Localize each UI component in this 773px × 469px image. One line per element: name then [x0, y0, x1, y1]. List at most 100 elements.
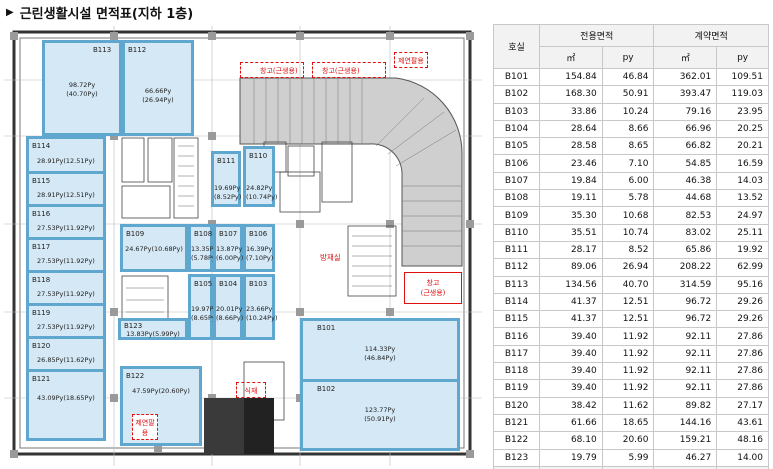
unit-id: B119	[32, 309, 51, 317]
cell-unit: B111	[493, 240, 540, 260]
cell-ex-py: 11.92	[601, 344, 655, 364]
cell-ct-m2: 92.11	[653, 379, 718, 398]
storage-box-1	[240, 62, 304, 78]
header-exclusive: 전용면적	[538, 24, 655, 47]
cell-ex-m2: 39.40	[539, 362, 603, 381]
cell-unit: B114	[493, 292, 540, 312]
unit-B105: B105 19.97Py (8.65Py)	[188, 274, 219, 340]
restaurant-label: 식재	[244, 387, 258, 395]
storage-box-3: 창고 (근생용)	[404, 272, 462, 304]
cell-ex-py: 11.92	[601, 362, 655, 381]
cell-ex-py: 11.92	[601, 379, 655, 398]
unit-id: B105	[194, 280, 213, 288]
cell-ct-m2: 159.21	[653, 431, 718, 450]
unit-B123: B123 13.83Py(5.99Py)	[118, 318, 188, 340]
page-title-text: 근린생활시설 면적표(지하 1층)	[19, 7, 194, 22]
cell-unit: B122	[493, 431, 540, 450]
cell-unit: B121	[493, 413, 540, 433]
unit-B104: B104 20.01Py (8.66Py)	[213, 274, 243, 340]
unit-area: 27.53Py(11.92Py)	[37, 323, 95, 331]
cell-ex-py: 11.62	[601, 396, 655, 415]
unit-id: B108	[194, 230, 213, 238]
cell-ct-m2: 82.53	[653, 206, 718, 225]
unit-id: B110	[249, 152, 268, 160]
cell-ex-m2: 38.42	[539, 396, 603, 415]
cell-ex-py: 8.66	[601, 119, 655, 139]
cell-ex-py: 5.78	[601, 189, 655, 208]
storage-label-1: 창고(근생용)	[260, 67, 298, 75]
cell-ct-py: 95.16	[716, 275, 769, 294]
cell-ct-py: 62.99	[716, 258, 769, 277]
cell-ct-m2: 393.47	[653, 85, 718, 104]
unit-area: 43.09Py(18.65Py)	[37, 394, 95, 402]
cell-ct-py: 29.26	[716, 292, 769, 312]
cell-ex-m2: 39.40	[539, 344, 603, 364]
cell-unit: B117	[493, 344, 540, 364]
unit-area: 27.53Py(11.92Py)	[37, 257, 95, 265]
unit-B103: B103 23.66Py (10.24Py)	[243, 274, 278, 340]
cell-ex-m2: 41.37	[539, 292, 603, 312]
unit-area: 20.01Py (8.66Py)	[216, 305, 244, 322]
cell-ex-py: 8.52	[601, 240, 655, 260]
cell-ct-m2: 92.11	[653, 362, 718, 381]
unit-B118: B118 27.53Py(11.92Py)	[26, 270, 106, 306]
cell-ct-py: 13.52	[716, 189, 769, 208]
unit-id: B117	[32, 243, 51, 251]
cell-ct-py: 19.92	[716, 240, 769, 260]
cell-ex-py: 6.00	[601, 171, 655, 191]
cell-unit: B110	[493, 223, 540, 242]
unit-id: B106	[249, 230, 268, 238]
restaurant-box: 식재	[236, 382, 266, 398]
unit-id: B116	[32, 210, 51, 218]
unit-B119: B119 27.53Py(11.92Py)	[26, 303, 106, 339]
cell-ex-m2: 134.56	[539, 275, 603, 294]
cell-ct-m2: 92.11	[653, 344, 718, 364]
cell-ct-m2: 92.11	[653, 327, 718, 346]
remove-pit-box	[394, 52, 428, 68]
cell-ex-m2: 61.66	[539, 413, 603, 433]
cell-ex-m2: 68.10	[539, 431, 603, 450]
cell-unit: B101	[493, 67, 540, 87]
cell-ct-py: 27.86	[716, 344, 769, 364]
cell-ct-py: 24.97	[716, 206, 769, 225]
cell-ct-m2: 89.82	[653, 396, 718, 415]
cell-ex-m2: 28.64	[539, 119, 603, 139]
unit-area: 28.91Py(12.51Py)	[37, 157, 95, 165]
cell-ex-py: 10.68	[601, 206, 655, 225]
unit-area: 13.87Py (6.00Py)	[216, 245, 244, 262]
storage-label-3a: 창고	[426, 279, 440, 287]
cell-ct-m2: 66.82	[653, 137, 718, 156]
total-unit: 소계	[493, 465, 540, 469]
smoke-label-a: 제연팔	[135, 419, 155, 427]
cell-ct-m2: 66.96	[653, 119, 718, 139]
unit-B108: B108 13.35Py (5.78Py)	[188, 224, 218, 272]
unit-id: B112	[128, 46, 147, 54]
cell-ct-py: 16.59	[716, 154, 769, 173]
header-ex-py: py	[601, 46, 655, 69]
cell-unit: B118	[493, 362, 540, 381]
unit-B112: B112 66.66Py (26.94Py)	[122, 40, 194, 136]
unit-area: 19.97Py (8.65Py)	[191, 305, 219, 322]
cell-ct-m2: 362.01	[653, 67, 718, 87]
header-ex-sqm: ㎡	[539, 46, 603, 69]
unit-area: 16.39Py (7.10Py)	[246, 245, 274, 262]
unit-B107: B107 13.87Py (6.00Py)	[213, 224, 243, 272]
unit-area: 23.66Py (10.24Py)	[246, 305, 278, 322]
unit-id: B111	[217, 157, 236, 165]
unit-id: B101	[317, 324, 336, 332]
cell-ct-m2: 96.72	[653, 292, 718, 312]
header-contract: 계약면적	[653, 24, 769, 47]
cell-ct-m2: 44.68	[653, 189, 718, 208]
cell-ex-m2: 28.58	[539, 137, 603, 156]
cell-ex-m2: 28.17	[539, 240, 603, 260]
cell-ex-m2: 168.30	[539, 85, 603, 104]
